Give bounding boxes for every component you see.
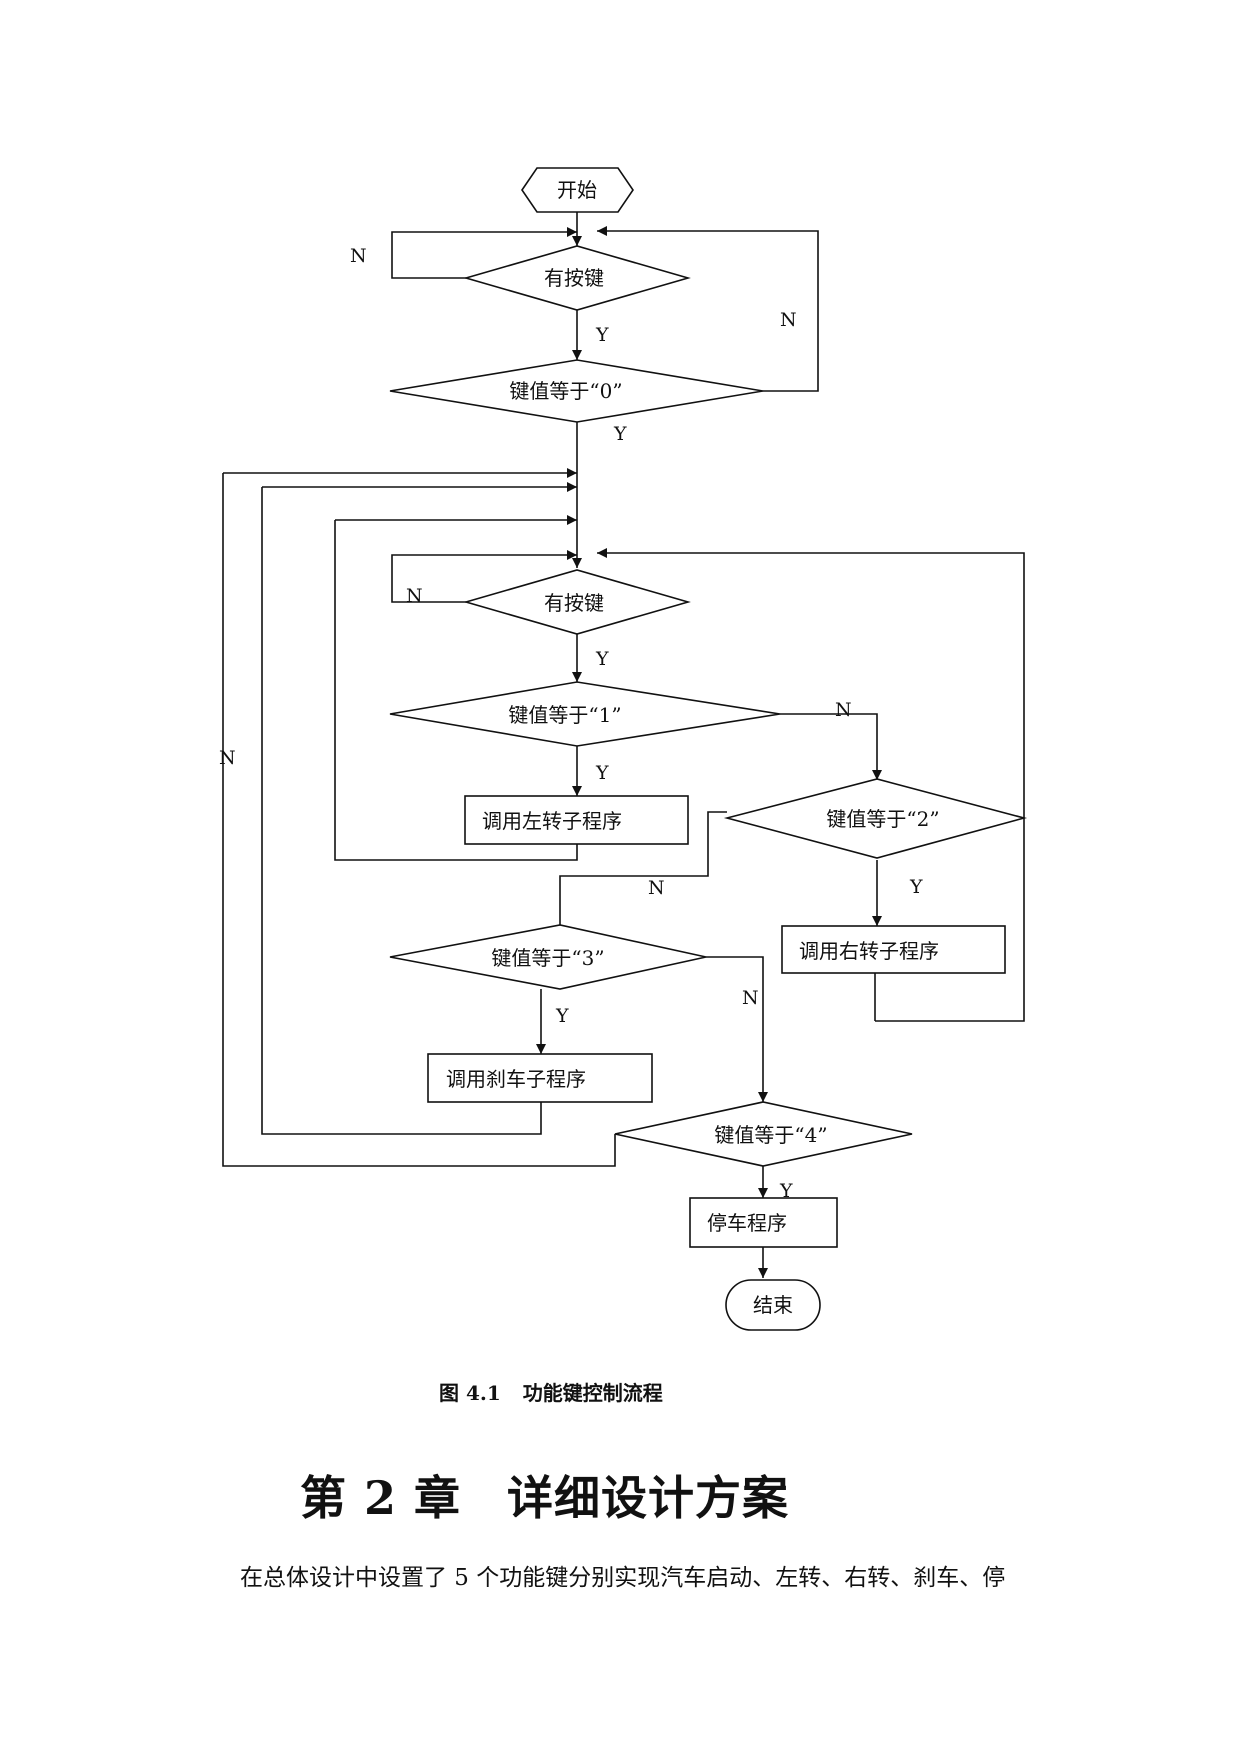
proc-brake xyxy=(427,1053,653,1103)
branch-label-no: N xyxy=(219,747,236,769)
proc-stop xyxy=(689,1197,838,1248)
proc-right-turn-label: 调用右转子程序 xyxy=(799,939,939,963)
branch-label-no: N xyxy=(835,699,852,721)
flowchart: 开始 有按键 键值等于“0” 有按键 键值等于“1” 键值等于“2” 键值等于“… xyxy=(219,167,1028,1331)
flow-arrow xyxy=(391,227,577,279)
proc-left-turn xyxy=(464,795,689,845)
branch-label-yes: Y xyxy=(595,648,609,670)
decision-key-3-label: 键值等于“3” xyxy=(491,946,604,970)
flow-arrow xyxy=(334,520,578,861)
decision-has-key-2-label: 有按键 xyxy=(544,591,604,615)
flow-arrow xyxy=(391,550,577,603)
branch-label-no: N xyxy=(350,245,367,267)
flow-arrow xyxy=(780,713,882,780)
chapter-number: 第 2 章 xyxy=(300,1471,462,1525)
decision-key-0 xyxy=(389,359,764,423)
flow-arrow xyxy=(559,811,727,925)
proc-stop-label: 停车程序 xyxy=(707,1211,787,1235)
body-paragraph: 在总体设计中设置了 5 个功能键分别实现汽车启动、左转、右转、刹车、停 xyxy=(240,1565,1006,1591)
proc-left-turn-label: 调用左转子程序 xyxy=(482,809,622,833)
branch-label-yes: Y xyxy=(779,1180,793,1202)
end-terminator xyxy=(725,1279,821,1331)
figure-title: 功能键控制流程 xyxy=(522,1381,663,1405)
flow-arrow xyxy=(597,226,819,392)
end-label: 结束 xyxy=(753,1293,793,1317)
figure-number: 图 4.1 xyxy=(439,1381,501,1405)
branch-label-no: N xyxy=(780,309,797,331)
flow-arrow xyxy=(597,548,1025,1022)
figure-caption: 图 4.1 功能键控制流程 xyxy=(439,1377,663,1406)
branch-label-yes: Y xyxy=(595,762,609,784)
decision-key-4 xyxy=(614,1101,913,1167)
proc-right-turn xyxy=(781,925,1006,974)
branch-label-yes: Y xyxy=(613,423,627,445)
branch-label-yes: Y xyxy=(595,324,609,346)
decision-has-key-2 xyxy=(463,569,691,635)
chapter-title: 详细设计方案 xyxy=(507,1471,790,1525)
branch-label-yes: Y xyxy=(909,876,923,898)
start-label: 开始 xyxy=(557,178,597,202)
decision-key-4-label: 键值等于“4” xyxy=(714,1123,827,1147)
branch-label-no: N xyxy=(742,987,759,1009)
decision-key-0-label: 键值等于“0” xyxy=(509,379,622,403)
chapter-heading: 第 2 章详细设计方案 xyxy=(300,1462,789,1528)
flow-arrow xyxy=(261,487,542,1135)
decision-has-key-1-label: 有按键 xyxy=(544,266,604,290)
decision-key-2 xyxy=(723,778,1028,859)
branch-label-no: N xyxy=(648,877,665,899)
decision-key-2-label: 键值等于“2” xyxy=(826,807,939,831)
branch-label-no: N xyxy=(406,585,423,607)
branch-label-yes: Y xyxy=(555,1005,569,1027)
decision-has-key-1 xyxy=(463,245,691,311)
proc-brake-label: 调用刹车子程序 xyxy=(446,1067,586,1091)
flow-arrow xyxy=(222,473,616,1167)
flow-arrow xyxy=(706,956,768,1102)
decision-key-1-label: 键值等于“1” xyxy=(508,703,621,727)
decision-key-1 xyxy=(389,681,781,747)
start-terminator xyxy=(521,167,634,213)
decision-key-3 xyxy=(389,924,707,990)
